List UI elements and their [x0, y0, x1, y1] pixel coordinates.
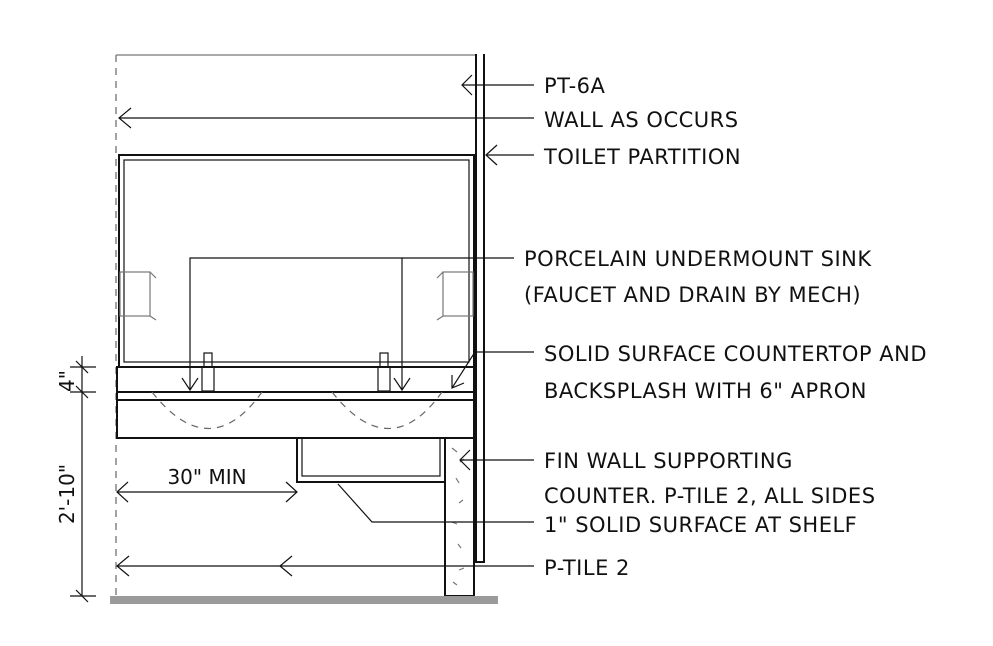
label-counter-1: SOLID SURFACE COUNTERTOP AND: [544, 342, 927, 366]
fin-wall-outline: [444, 437, 475, 597]
countertop-edge: [116, 391, 475, 401]
callout-leaders: [116, 74, 534, 577]
countertop-apron: [116, 399, 475, 439]
left-faucet-body: [201, 366, 215, 392]
label-ptile: P-TILE 2: [544, 556, 630, 580]
right-sconce-edge2: [436, 315, 444, 321]
right-sink-bowl: [331, 391, 443, 429]
sink-leader-right: [401, 257, 514, 390]
left-faucet-top: [203, 352, 213, 368]
callout-labels: PT-6A WALL AS OCCURS TOILET PARTITION PO…: [524, 74, 927, 580]
left-sconce-edge2: [149, 315, 157, 321]
dimension-lines: 4" 2'-10" 30" MIN: [55, 356, 298, 603]
label-partition: TOILET PARTITION: [543, 145, 741, 169]
undermount-sinks: [151, 391, 443, 429]
clearance-arrow-left: [116, 481, 129, 503]
faucets: [201, 352, 391, 392]
label-sink-2: (FAUCET AND DRAIN BY MECH): [524, 283, 861, 307]
mirror: [118, 154, 475, 368]
shelf: [296, 437, 446, 483]
sink-leaders: [181, 257, 514, 392]
backsplash: [116, 366, 475, 393]
pt6a-arrow: [461, 74, 473, 96]
label-sink-1: PORCELAIN UNDERMOUNT SINK: [524, 247, 872, 271]
fin-wall: [444, 437, 475, 597]
ptile-arrow-inner: [279, 555, 293, 577]
dim-height-text: 2'-10": [55, 464, 79, 524]
right-faucet-body: [377, 366, 391, 392]
label-wall: WALL AS OCCURS: [544, 108, 739, 132]
dim-slash-top: [75, 360, 89, 374]
clearance-text: 30" MIN: [167, 465, 246, 489]
label-finwall-2: COUNTER. P-TILE 2, ALL SIDES: [544, 484, 876, 508]
dim-slash-mid: [75, 385, 89, 399]
shelf-inner: [301, 437, 441, 477]
right-sconce: [442, 271, 474, 317]
counter-leader: [451, 351, 534, 389]
sink-arrow-left: [181, 377, 199, 392]
finwall-arrow: [459, 449, 471, 471]
mirror-frame-outer: [118, 154, 475, 368]
left-sconce-edge: [149, 271, 157, 279]
right-sconce-edge: [436, 271, 444, 279]
wall-arrow: [118, 107, 132, 129]
sink-leader-left: [189, 257, 402, 390]
fin-wall-hatch: [451, 447, 465, 586]
left-sconce: [119, 271, 151, 317]
counter-arrow: [451, 375, 465, 389]
countertop: [116, 366, 475, 439]
floor: [110, 596, 498, 604]
dim-backsplash-text: 4": [55, 370, 79, 392]
label-pt6a: PT-6A: [544, 74, 606, 98]
label-finwall-1: FIN WALL SUPPORTING: [544, 449, 793, 473]
sink-arrow-right: [393, 377, 411, 392]
clearance-arrow-right: [285, 481, 298, 503]
mirror-frame-inner: [123, 159, 470, 363]
right-faucet-top: [379, 352, 389, 368]
wall-structure: [115, 54, 485, 598]
shelf-leader: [337, 483, 534, 523]
shelf-outer: [296, 437, 446, 483]
ptile-arrow-wall: [116, 555, 130, 577]
sconces: [119, 271, 474, 321]
left-sink-bowl: [151, 391, 263, 429]
label-shelf: 1" SOLID SURFACE AT SHELF: [544, 513, 857, 537]
label-counter-2: BACKSPLASH WITH 6" APRON: [544, 379, 867, 403]
dim-slash-bottom: [75, 589, 89, 603]
partition-arrow: [485, 144, 498, 166]
